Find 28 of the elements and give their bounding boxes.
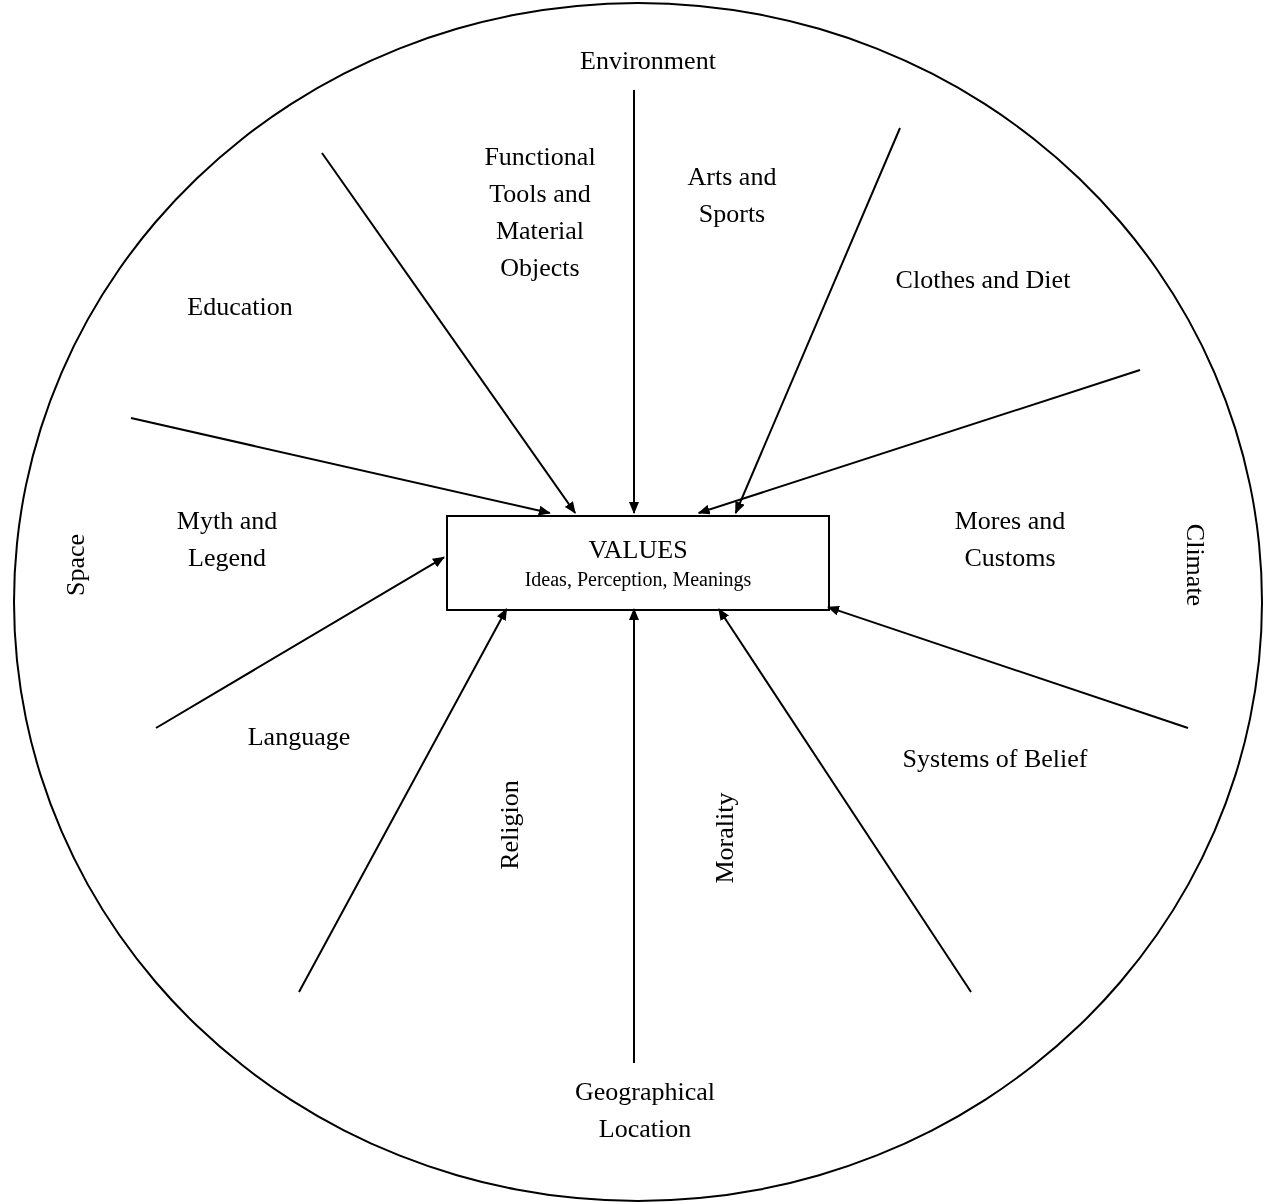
values-box <box>446 515 830 611</box>
factor-label: Space <box>59 533 91 597</box>
outer-circle <box>13 2 1263 1202</box>
factor-label: Climate <box>1180 523 1212 607</box>
factor-label: Functional Tools and Material Objects <box>483 141 597 284</box>
box-title: VALUES <box>588 534 688 567</box>
arrow <box>827 605 1189 729</box>
factor-label: Systems of Belief <box>902 742 1088 775</box>
factor-label: Religion <box>493 780 525 870</box>
arrow <box>629 89 639 514</box>
factor-label: Environment <box>580 44 716 77</box>
factor-label: Mores and Customs <box>953 505 1067 574</box>
factor-label: Clothes and Diet <box>895 263 1071 296</box>
arrow <box>697 369 1141 515</box>
arrow <box>717 608 972 993</box>
factor-label: Education <box>187 290 293 323</box>
factor-label: Language <box>247 720 351 753</box>
factor-label: Myth and Legend <box>175 505 279 574</box>
factor-label: Geographical Location <box>573 1076 716 1145</box>
arrow <box>321 152 577 514</box>
arrow <box>130 417 551 516</box>
arrow <box>734 127 901 514</box>
arrow <box>629 608 639 1064</box>
box-subtitle: Ideas, Perception, Meanings <box>524 566 752 592</box>
arrow <box>298 608 508 993</box>
factor-label: Morality <box>708 792 740 884</box>
arrow <box>155 556 445 729</box>
factor-label: Arts and Sports <box>686 161 778 230</box>
